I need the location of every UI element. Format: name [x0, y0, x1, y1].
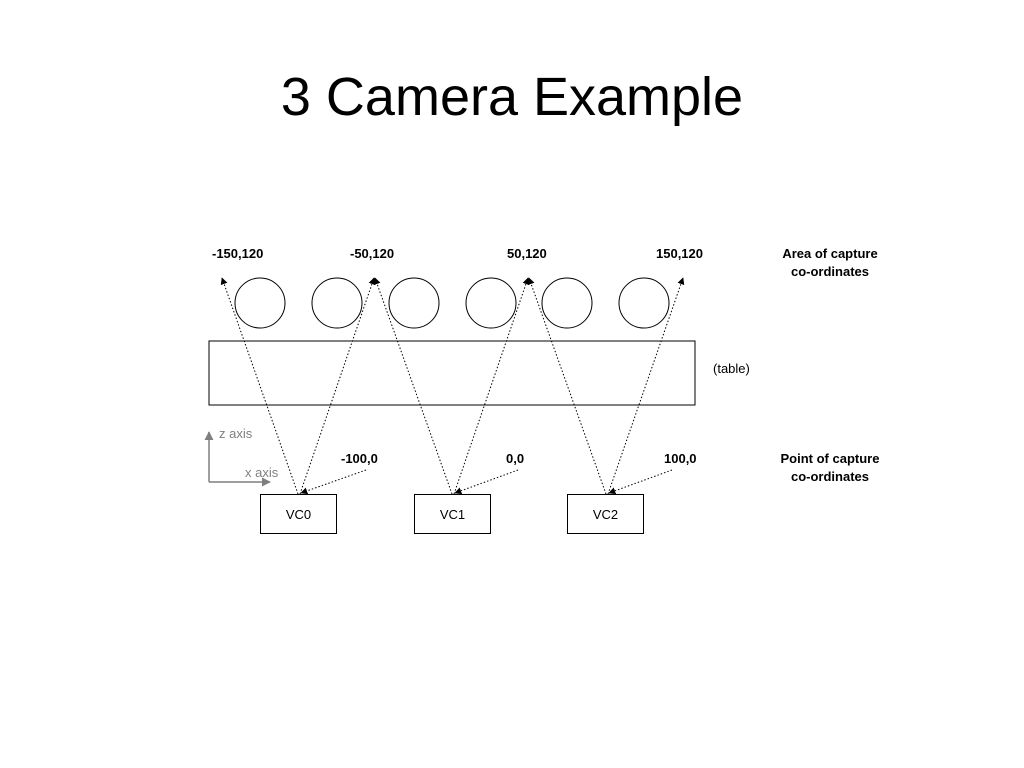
participant-circle [234, 277, 286, 329]
camera-box-vc2: VC2 [567, 494, 644, 534]
x-axis-label: x axis [245, 465, 279, 480]
table-rect [208, 340, 696, 406]
point-caption-line: Point of capture [780, 451, 880, 466]
participant-circle [311, 277, 363, 329]
pointer-vc1 [454, 469, 519, 495]
participant-circle [618, 277, 670, 329]
area-coord-label: 50,120 [507, 246, 547, 261]
z-axis-label: z axis [219, 426, 253, 441]
point-coord-label: 100,0 [664, 451, 697, 466]
slide-title: 3 Camera Example [280, 67, 744, 127]
point-coord-label: 0,0 [506, 451, 525, 466]
camera-box-vc1: VC1 [414, 494, 491, 534]
area-caption-line: co-ordinates [790, 264, 869, 279]
pointer-vc0 [300, 469, 367, 495]
participant-circle [388, 277, 440, 329]
capture-line-vc1-right [453, 277, 530, 495]
area-caption-line: Area of capture [782, 246, 878, 261]
area-coord-label: -150,120 [212, 246, 264, 261]
area-coord-label: -50,120 [350, 246, 395, 261]
point-caption-line: co-ordinates [790, 469, 869, 484]
camera-label: VC2 [592, 506, 619, 522]
capture-line-vc0-right [299, 277, 376, 495]
point-coord-label: -100,0 [341, 451, 378, 466]
participant-circle [465, 277, 517, 329]
camera-label: VC1 [439, 506, 466, 522]
participant-circle [541, 277, 593, 329]
pointer-vc2 [608, 469, 673, 495]
camera-label: VC0 [285, 506, 312, 522]
camera-box-vc0: VC0 [260, 494, 337, 534]
area-caption: Area of capture co-ordinates [770, 245, 890, 281]
point-caption: Point of capture co-ordinates [770, 450, 890, 486]
area-coord-label: 150,120 [656, 246, 703, 261]
table-label: (table) [713, 361, 750, 376]
